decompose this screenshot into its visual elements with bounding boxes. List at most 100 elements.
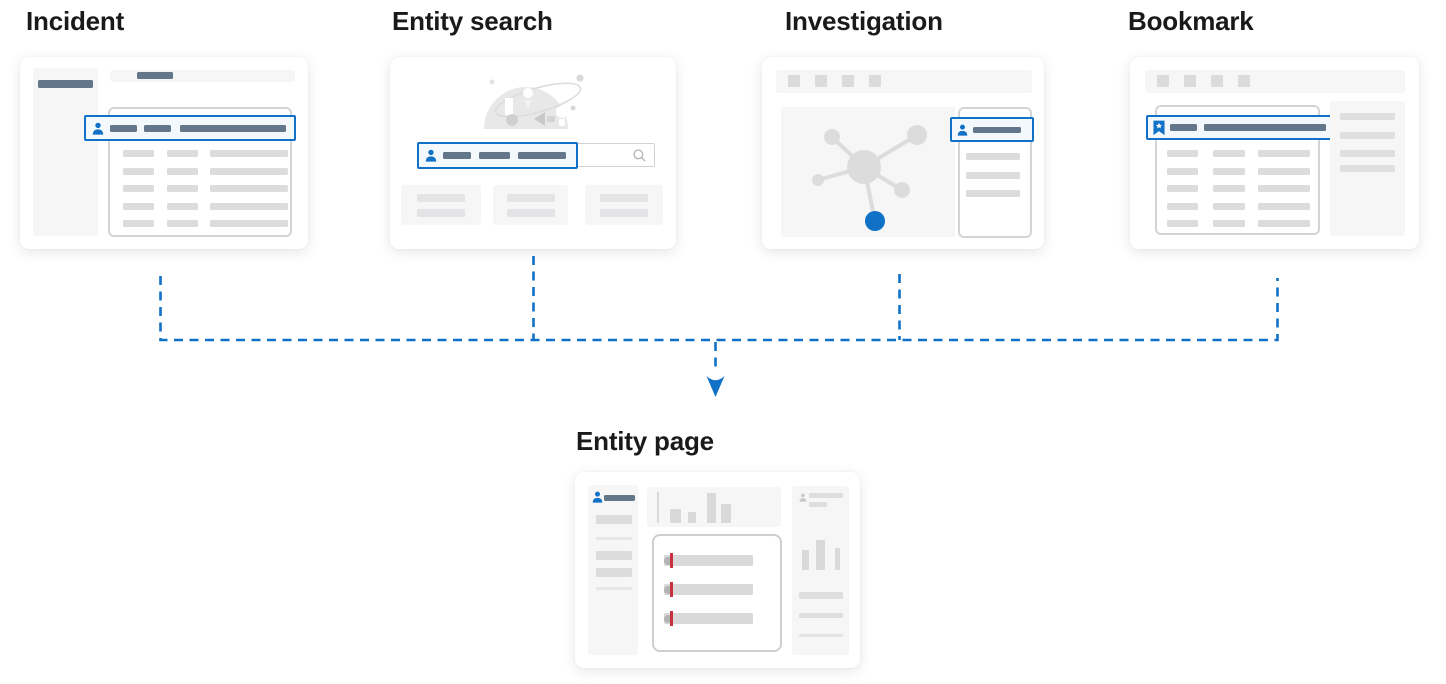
person-icon xyxy=(592,491,603,503)
entity-name-bar xyxy=(604,495,635,501)
highlighted-entity-item xyxy=(950,117,1034,142)
tile-bar xyxy=(600,194,648,202)
sidebar-heading-bar xyxy=(38,80,93,88)
panel-bar xyxy=(1340,113,1395,120)
incident-title: Incident xyxy=(26,6,125,36)
investigation-title: Investigation xyxy=(785,6,943,36)
table-cell-bar xyxy=(1167,202,1198,210)
panel-bar xyxy=(966,153,1020,160)
table-cell-bar xyxy=(167,185,198,192)
person-icon xyxy=(92,122,104,135)
table-cell-bar xyxy=(1167,220,1198,227)
panel-bar xyxy=(1340,132,1395,139)
investigation-graph xyxy=(812,125,927,231)
cell-bar xyxy=(110,124,137,132)
toolbar-strip xyxy=(776,70,1032,93)
alert-bar xyxy=(664,613,753,624)
panel-bar xyxy=(1340,150,1395,157)
entity-page-title: Entity page xyxy=(576,426,714,456)
entity-name-bar xyxy=(973,126,1021,133)
alerts-list xyxy=(652,534,782,652)
tile-bar xyxy=(507,194,555,202)
alert-bar xyxy=(664,555,753,566)
entity-search-title: Entity search xyxy=(392,6,553,36)
table-cell-bar xyxy=(210,185,288,192)
table-row xyxy=(1167,202,1310,210)
table-cell-bar xyxy=(1213,220,1245,227)
graph-node xyxy=(812,174,824,186)
table-cell-bar xyxy=(1258,185,1310,192)
table-row xyxy=(1167,185,1310,192)
status-dot xyxy=(664,585,672,594)
severity-tick xyxy=(670,553,673,568)
graph-node xyxy=(847,150,881,184)
tile-bar xyxy=(507,209,555,217)
table-cell-bar xyxy=(210,220,288,227)
table-cell-bar xyxy=(210,167,288,175)
table-cell-bar xyxy=(123,185,154,192)
connector-line xyxy=(159,276,1279,342)
toolbar-button xyxy=(815,75,827,87)
highlighted-bookmark-row xyxy=(1146,115,1332,140)
insight-bar xyxy=(809,493,843,498)
table-cell-bar xyxy=(1167,150,1198,157)
status-dot xyxy=(664,614,672,623)
table-cell-bar xyxy=(167,202,198,210)
search-illustration xyxy=(484,74,584,129)
severity-tick xyxy=(670,611,673,626)
insight-bar xyxy=(809,502,827,507)
insight-line xyxy=(799,634,843,637)
panel-bar xyxy=(1340,165,1395,172)
toolbar-strip xyxy=(1145,70,1405,93)
table-cell-bar xyxy=(167,150,198,157)
tile-bar xyxy=(600,209,648,217)
cell-bar xyxy=(1170,124,1197,131)
table-cell-bar xyxy=(1258,220,1310,227)
toolbar-button xyxy=(1184,75,1196,87)
tile-bar xyxy=(417,194,465,202)
cell-bar xyxy=(180,124,286,132)
highlighted-entity-row xyxy=(84,115,296,141)
sidebar-line xyxy=(596,587,632,590)
down-arrow-icon xyxy=(706,376,725,397)
table-row xyxy=(1167,150,1310,157)
bookmark-card xyxy=(1130,57,1419,249)
toolbar-button xyxy=(1238,75,1250,87)
table-cell-bar xyxy=(1167,167,1198,175)
table-cell-bar xyxy=(167,167,198,175)
insights-mini-chart xyxy=(802,540,840,570)
entity-sidebar xyxy=(588,485,638,655)
alert-row xyxy=(664,611,753,626)
timeline-chart-tile xyxy=(647,487,781,527)
insight-bar xyxy=(799,592,843,599)
table-cell-bar xyxy=(123,150,154,157)
toolbar-button xyxy=(869,75,881,87)
table-cell-bar xyxy=(123,202,154,210)
table-cell-bar xyxy=(1213,202,1245,210)
header-strip xyxy=(110,70,295,82)
table-row xyxy=(123,202,288,210)
status-dot xyxy=(664,556,672,565)
toolbar-button xyxy=(842,75,854,87)
graph-node xyxy=(894,182,910,198)
alert-bar xyxy=(664,584,753,595)
highlighted-entity-query xyxy=(417,142,578,169)
toolbar-button xyxy=(1211,75,1223,87)
entity-search-card xyxy=(390,57,676,249)
table-row xyxy=(1167,220,1310,227)
selected-entity-node xyxy=(865,211,885,231)
cell-bar xyxy=(144,124,171,132)
severity-tick xyxy=(670,582,673,597)
table-cell-bar xyxy=(1258,150,1310,157)
entity-page-card xyxy=(575,472,860,668)
person-icon xyxy=(799,493,807,502)
sidebar-bar xyxy=(596,551,632,560)
table-cell-bar xyxy=(123,167,154,175)
graph-node xyxy=(824,129,840,145)
search-icon xyxy=(633,149,646,162)
table-cell-bar xyxy=(1258,202,1310,210)
table-row xyxy=(123,150,288,157)
query-term-bar xyxy=(518,152,566,159)
